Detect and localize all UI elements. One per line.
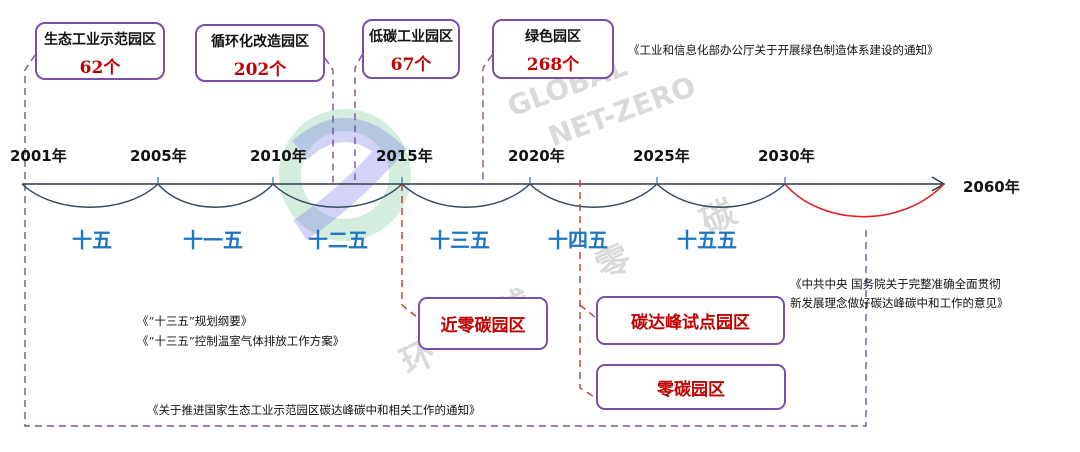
- year-label: 2025年: [633, 147, 690, 165]
- central-opinion-doc-line1: 《中共中央 国务院关于完整准确全面贯彻: [790, 277, 1001, 291]
- year-ticks: [157, 177, 786, 184]
- plan-period-label: 十五: [72, 228, 112, 252]
- year-label: 2020年: [508, 147, 565, 165]
- ghg-plan-doc: 《“十三五”控制温室气体排放工作方案》: [137, 334, 345, 348]
- box-count: 67个: [390, 55, 432, 75]
- near-zero-carbon-park-box: 近零碳园区: [418, 297, 548, 350]
- year-label: 2010年: [250, 147, 307, 165]
- circular-park-box: 循环化改造园区 202个: [195, 24, 325, 82]
- box-title: 循环化改造园区: [211, 34, 309, 50]
- plan-period-label: 十三五: [430, 228, 490, 252]
- red-dashed-connectors: [401, 180, 597, 399]
- year-label: 2015年: [376, 147, 433, 165]
- five-year-plan-wave: [21, 182, 786, 208]
- eco-industrial-park-box: 生态工业示范园区 62个: [35, 22, 165, 80]
- year-label: 2030年: [758, 147, 815, 165]
- carbon-peak-pilot-park-box: 碳达峰试点园区: [596, 296, 785, 345]
- eco-park-carbon-notice: 《关于推进国家生态工业示范园区碳达峰碳中和相关工作的通知》: [147, 403, 481, 417]
- low-carbon-park-box: 低碳工业园区 67个: [362, 19, 460, 79]
- central-opinion-doc-line2: 新发展理念做好碳达峰碳中和工作的意见》: [790, 296, 1009, 310]
- zero-carbon-park-box: 零碳园区: [596, 364, 786, 410]
- box-count: 62个: [79, 58, 121, 78]
- box-title: 低碳工业园区: [369, 29, 453, 45]
- box-title: 绿色园区: [525, 29, 581, 45]
- green-park-box: 绿色园区 268个: [492, 19, 614, 79]
- plan-outline-doc: 《“十三五”规划纲要》: [137, 314, 253, 328]
- carbon-neutral-curve: [784, 183, 945, 218]
- year-label: 2001年: [10, 147, 67, 165]
- plan-period-label: 十四五: [548, 228, 608, 252]
- plan-period-label: 十五五: [677, 228, 737, 252]
- purple-dashed-connectors: [24, 54, 867, 427]
- box-count: 202个: [233, 60, 287, 80]
- green-manufacturing-notice: 《工业和信息化部办公厅关于开展绿色制造体系建设的通知》: [628, 43, 939, 57]
- box-title: 生态工业示范园区: [44, 32, 156, 48]
- year-label-2060: 2060年: [963, 178, 1020, 196]
- box-count: 268个: [526, 55, 580, 75]
- plan-period-label: 十一五: [183, 228, 243, 252]
- year-label: 2005年: [130, 147, 187, 165]
- plan-period-label: 十二五: [308, 228, 368, 252]
